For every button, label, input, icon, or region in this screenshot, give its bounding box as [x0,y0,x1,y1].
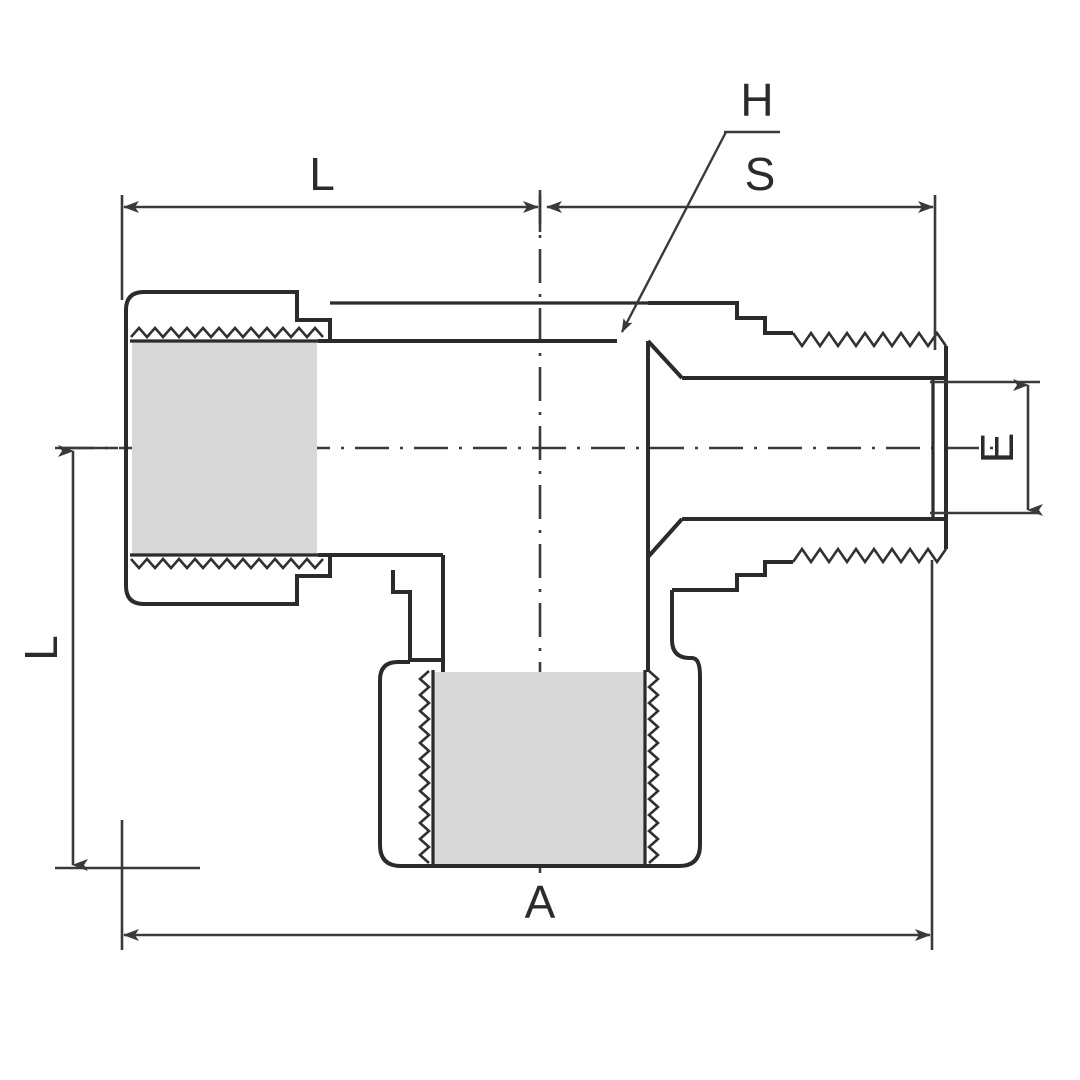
dimension-L-left: L [15,445,200,871]
left-port-outer-body [124,290,332,340]
bottom-port-right-body [691,656,702,845]
left-thread-fill [132,341,317,555]
left-thread-crest-top [130,326,324,339]
dimension-A-bottom: A [120,560,934,950]
bottom-thread-crest-left [418,670,431,864]
bottom-thread-fill [433,672,645,864]
bottom-port-left-body [378,660,410,681]
dim-S-top-label: S [745,148,776,200]
right-lower-shoulder-step [670,590,692,660]
right-stub-top-chamfer [646,339,684,380]
dim-E-label: E [971,433,1023,464]
bottom-port-left-outline [391,570,443,662]
centerlines [60,190,1000,880]
callout-H-label: H [740,74,773,126]
callout-H-leader [620,131,728,333]
dim-L-left-label: L [15,635,67,661]
right-hex-shoulder-top [648,301,793,335]
left-thread-crest-bottom [130,557,324,570]
dim-A-label: A [525,876,556,928]
fitting-body [124,290,948,868]
left-port-outer-body-lower [124,556,332,606]
right-hex-shoulder-bottom [672,560,793,592]
bottom-port-right-bottom-corner [655,844,702,868]
bottom-thread-crest-right [647,670,660,864]
right-male-thread-top [791,330,948,349]
dimension-L-top: L [120,148,542,300]
bottom-port-left-bottom-corner [378,844,425,868]
callout-H: H [620,74,780,333]
right-male-thread-bottom [791,546,948,565]
right-stub-bottom-chamfer [646,517,684,559]
dimension-S-top: S [546,148,937,350]
dim-L-top-label: L [309,148,335,200]
dimension-E-right: E [930,379,1043,516]
